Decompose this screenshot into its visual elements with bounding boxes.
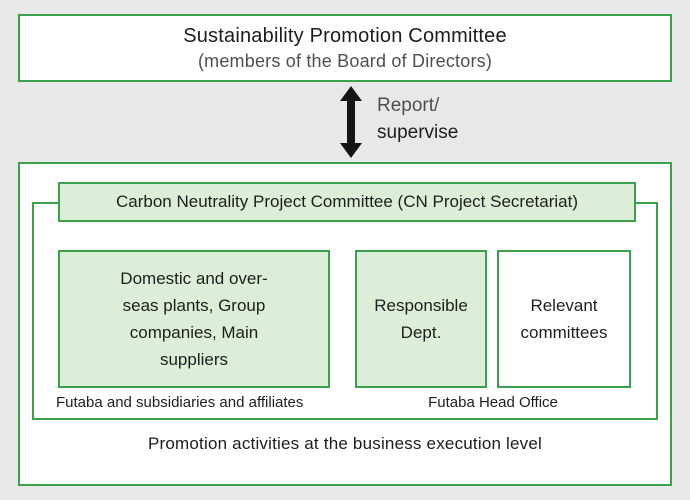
responsible-dept-box: Responsible Dept. [355,250,487,388]
sustainability-committee-box: Sustainability Promotion Committee (memb… [18,14,672,82]
caption-futaba-subsidiaries: Futaba and subsidiaries and affiliates [56,394,304,411]
relevant-committees-box: Relevant committees [497,250,631,388]
cn-project-committee-box: Carbon Neutrality Project Committee (CN … [58,182,636,222]
report-label: Report/ [377,95,440,116]
execution-level-container: Carbon Neutrality Project Committee (CN … [18,162,672,486]
double-arrow-icon [340,86,362,158]
committee-title: Sustainability Promotion Committee [183,24,507,47]
cn-project-committee-label: Carbon Neutrality Project Committee (CN … [116,192,578,211]
plants-group-suppliers-box: Domestic and over- seas plants, Group co… [58,250,330,388]
committee-subtitle: (members of the Board of Directors) [197,50,493,71]
supervise-label: supervise [377,122,459,143]
report-supervise-label: Report/ supervise [377,92,458,146]
footer-promotion-activities: Promotion activities at the business exe… [147,434,543,453]
caption-futaba-head-office: Futaba Head Office [428,394,558,411]
